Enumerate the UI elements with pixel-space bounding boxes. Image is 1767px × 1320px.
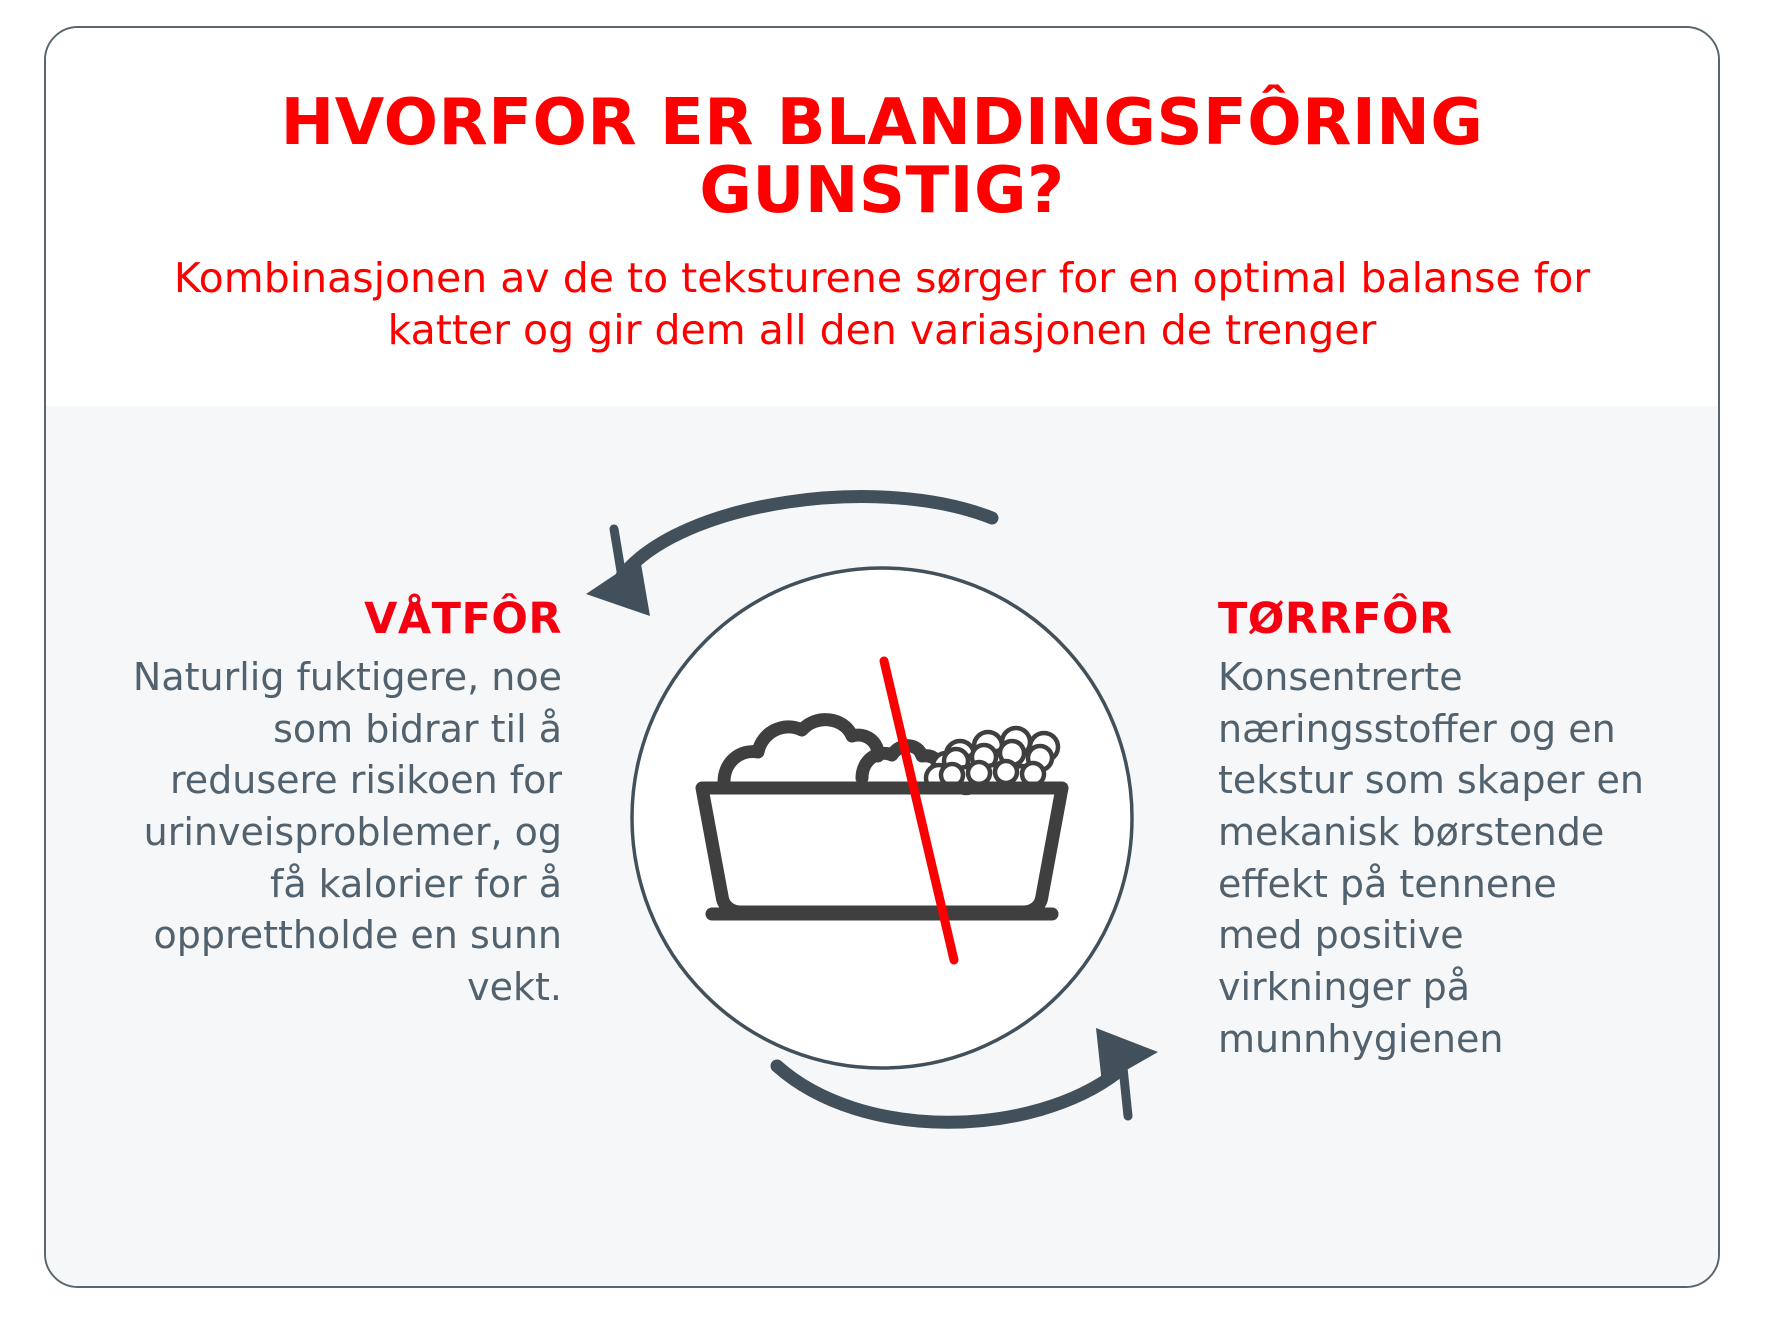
cat-food-bowl-icon: [695, 656, 1069, 965]
page-subtitle: Kombinasjonen av de to teksturene sørger…: [173, 253, 1591, 355]
bowl-circle-background: [630, 566, 1134, 1070]
red-divider-line: [879, 656, 959, 965]
dry-food-description: Konsentrerte næringsstoffer og en tekstu…: [1218, 655, 1644, 1061]
dry-food-heading: TØRRFÔR: [1218, 594, 1453, 644]
column-dry-food: TØRRFÔR Konsentrerte næringsstoffer og e…: [1218, 406, 1648, 1065]
wet-food-heading: VÅTFÔR: [364, 594, 562, 644]
page-title: HVORFOR ER BLANDINGSFÔRING GUNSTIG?: [280, 86, 1484, 228]
wet-food-description: Naturlig fuktigere, noe som bidrar til å…: [132, 655, 562, 1010]
column-wet-food: VÅTFÔR Naturlig fuktigere, noe som bidra…: [132, 406, 562, 1014]
card-header: HVORFOR ER BLANDINGSFÔRING GUNSTIG? Komb…: [46, 28, 1718, 406]
center-figure: [562, 466, 1202, 1166]
curved-arrow-right-icon: [770, 1028, 1158, 1129]
card-body: VÅTFÔR Naturlig fuktigere, noe som bidra…: [46, 406, 1718, 1286]
infographic-card: HVORFOR ER BLANDINGSFÔRING GUNSTIG? Komb…: [44, 26, 1720, 1288]
curved-arrow-left-icon: [586, 490, 999, 616]
